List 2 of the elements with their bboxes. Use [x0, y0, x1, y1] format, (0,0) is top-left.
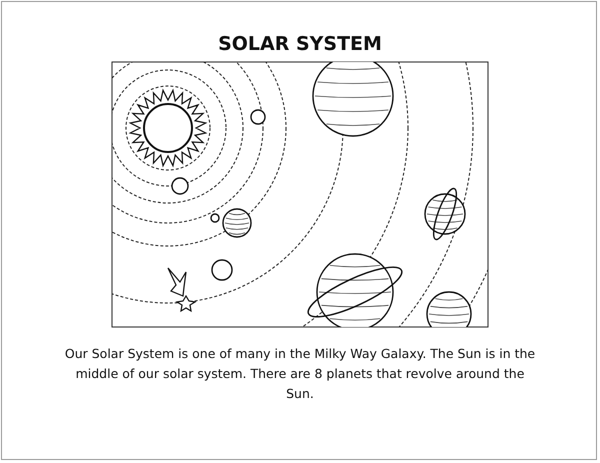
caption: Our Solar System is one of many in the Milky Way Galaxy. The Sun is in the middle of our solar system. There are 8 planets that revolve around the Sun. — [64, 345, 536, 403]
title: SOLAR SYSTEM — [217, 33, 383, 55]
